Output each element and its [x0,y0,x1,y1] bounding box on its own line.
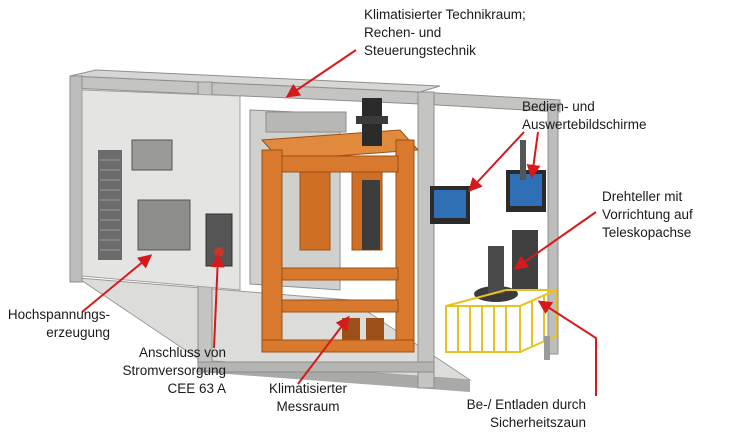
power-connector-box [205,213,233,267]
hv-rack-slats [100,159,120,251]
label-messraum: Klimatisierter Messraum [268,381,347,414]
power-socket [214,247,224,257]
label-technikraum: Klimatisierter Technikraum; Rechen- und … [364,7,526,58]
hv-generator-top [131,139,173,171]
technikraum-top-unit [265,111,347,133]
drehteller-column [488,246,504,294]
label-hochspannung: Hochspannungs- erzeugung [7,307,110,340]
label-bildschirme: Bedien- und Auswertebildschirme [522,99,647,132]
sicherheitszaun [445,288,557,354]
fence-leg [544,336,550,360]
label-anschluss: Anschluss von Stromversorgung CEE 63 A [122,345,226,396]
arrow-technikraum [285,49,357,98]
arrow-bildschirm-rechts [526,131,541,179]
teleskopachse [512,230,538,290]
corner-post-front-right [417,91,435,389]
hv-rack [98,150,122,260]
label-entladen: Be-/ Entladen durch Sicherheitszaun [466,397,586,430]
arrow-bildschirm-links [468,131,525,193]
corner-post-back-right [547,103,559,355]
arrow-entladen [537,300,597,396]
messraum-probe [362,180,380,250]
arrow-messraum [297,315,350,385]
callout-arrows [81,49,597,396]
arrow-hochspannung [81,254,153,313]
arrow-drehteller [513,211,597,270]
arrow-anschluss [210,253,225,349]
front-bottom-rail [197,361,435,373]
messraum-fixture-arm [356,116,388,124]
corner-post-back-left [69,75,83,283]
bildschirm-links-display [434,190,466,218]
label-drehteller: Drehteller mit Vorrichtung auf Teleskopa… [602,189,693,240]
screen-mount-right [520,140,526,180]
hv-generator-box [137,199,191,251]
